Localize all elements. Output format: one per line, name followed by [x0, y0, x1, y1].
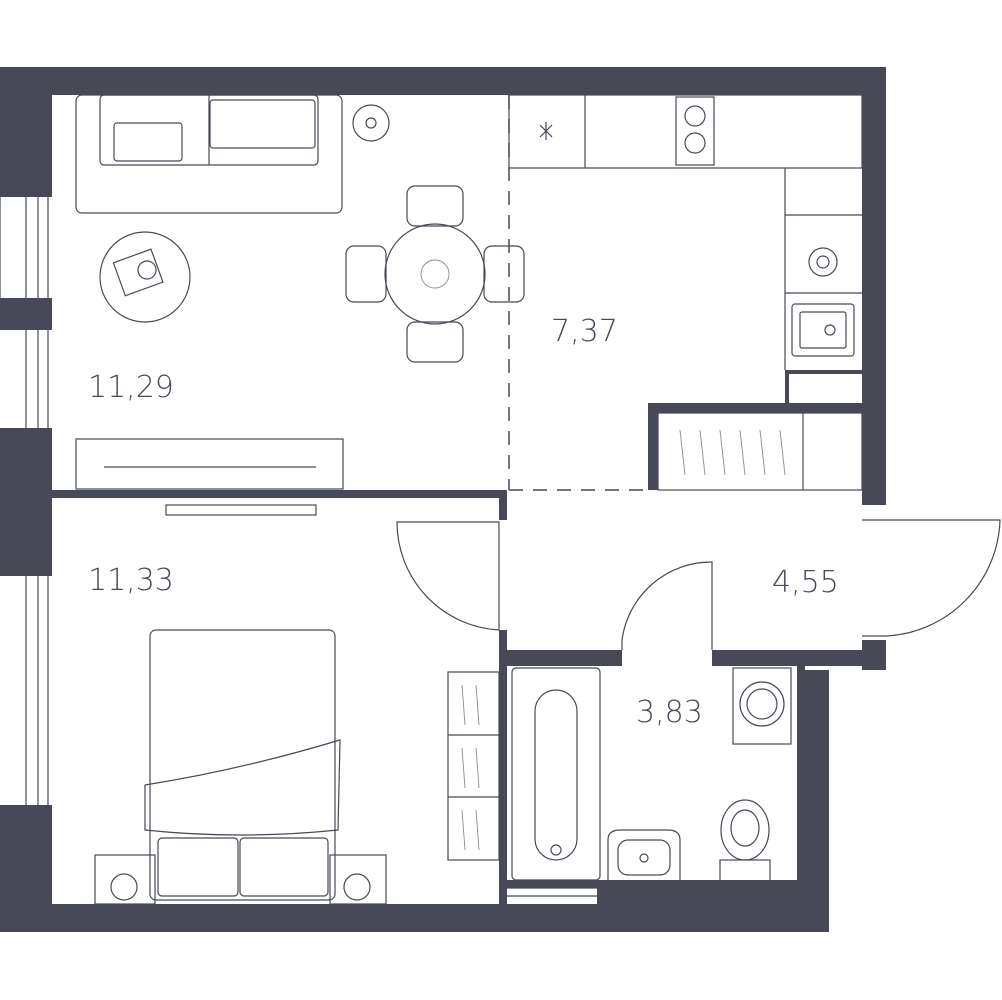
wardrobe-icon [657, 412, 863, 491]
sink-icon [791, 303, 855, 357]
coffee-table-icon [99, 231, 191, 323]
room-area-kitchen: 7,37 [551, 314, 618, 349]
bathtub-icon [511, 667, 601, 881]
room-area-bathroom: 3,83 [636, 695, 703, 730]
room-area-bedroom: 11,33 [88, 563, 174, 598]
bed-icon [144, 629, 341, 901]
bedroom-wardrobe-icon [447, 671, 500, 861]
dining-table-icon [345, 185, 525, 363]
room-area-hallway: 4,55 [772, 565, 839, 600]
lamp-icon [352, 104, 390, 142]
fridge-icon [539, 122, 553, 140]
toilet-icon [719, 799, 771, 883]
walls [0, 67, 886, 932]
room-area-living: 11,29 [88, 370, 174, 405]
hood-icon [808, 247, 838, 277]
washing-machine-icon [732, 667, 792, 745]
kitchen-counter [508, 94, 863, 370]
kitchen-boundary [508, 95, 648, 491]
sofa-icon [75, 94, 343, 214]
door-icon [396, 519, 1001, 650]
washbasin-icon [607, 829, 681, 880]
window-icon [0, 197, 597, 897]
nightstand-icon [94, 854, 387, 905]
stove-icon [675, 96, 715, 166]
tv-icon [75, 438, 344, 516]
